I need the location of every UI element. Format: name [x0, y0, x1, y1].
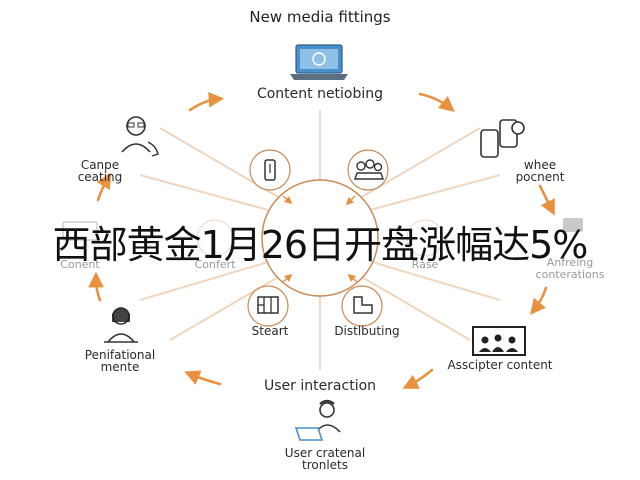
- inner-icon-faded-left: [196, 219, 234, 257]
- inner-bottom-right-label: Distlbuting: [334, 324, 400, 338]
- node-top-right-label-1: whee: [523, 158, 557, 172]
- arrow-bottom-bl: [184, 370, 222, 386]
- faded-icon-right: [563, 218, 583, 232]
- diagram-title: New media fittings: [249, 8, 391, 26]
- node-bottom-label: User interaction: [263, 378, 377, 394]
- spoke-br: [359, 275, 471, 341]
- arrow-right-br: [530, 286, 548, 315]
- node-top-left-label-1: Canpe: [80, 158, 120, 172]
- arrow-bl-left: [88, 271, 104, 302]
- spoke-bl2: [139, 261, 269, 301]
- node-right-label-2: conterations: [535, 268, 605, 281]
- arrow-tr-right: [538, 184, 555, 216]
- arrow-tl-top: [188, 91, 225, 112]
- inner-arrows: [282, 195, 358, 283]
- node-bottom-left-label-2: mente: [100, 360, 140, 374]
- phones-icon: [480, 119, 525, 158]
- spoke-tl2: [139, 174, 269, 211]
- inner-right-label: Rase: [411, 258, 439, 271]
- overlay-caption: 西部黄金1月26日开盘涨幅达5%: [52, 223, 589, 267]
- center-circle: [261, 179, 379, 297]
- inner-icon-storyboard: [247, 285, 289, 327]
- spoke-tr2: [369, 174, 501, 211]
- laptop-icon: [290, 44, 348, 80]
- inner-icon-faded-right: [406, 219, 444, 257]
- woman-desk-icon: [104, 307, 138, 343]
- thinking-person-icon: [121, 116, 159, 157]
- node-bottom-sub-label-1: User cratenal: [284, 446, 366, 460]
- inner-left-label: Confert: [194, 258, 236, 271]
- node-bottom-right-label: Asscipter content: [447, 358, 553, 372]
- node-top-left-label-2: ceating: [77, 170, 123, 184]
- outer-arrows: [88, 91, 555, 389]
- user-laptop-icon: [294, 399, 341, 441]
- node-left-label: Conent: [60, 258, 100, 271]
- node-bottom-sub-label-2: tronlets: [302, 458, 348, 472]
- arrow-br-bottom: [402, 368, 434, 389]
- faded-icon-left: [62, 221, 98, 241]
- node-right-label-1: Anfreing: [546, 256, 594, 269]
- inner-bottom-left-label: Steart: [251, 324, 289, 338]
- node-top-right-label-2: pocnent: [515, 170, 565, 184]
- inner-icon-people: [347, 149, 389, 191]
- node-top-label: Content netiobing: [256, 86, 384, 102]
- inner-icon-phone: [249, 149, 291, 191]
- inner-icon-share: [341, 285, 383, 327]
- arrow-top-tr: [418, 92, 455, 112]
- audience-icon: [472, 326, 526, 356]
- arrow-left-tl: [96, 172, 112, 202]
- node-bottom-left-label-1: Penifational: [84, 348, 156, 362]
- spoke-br2: [371, 261, 501, 301]
